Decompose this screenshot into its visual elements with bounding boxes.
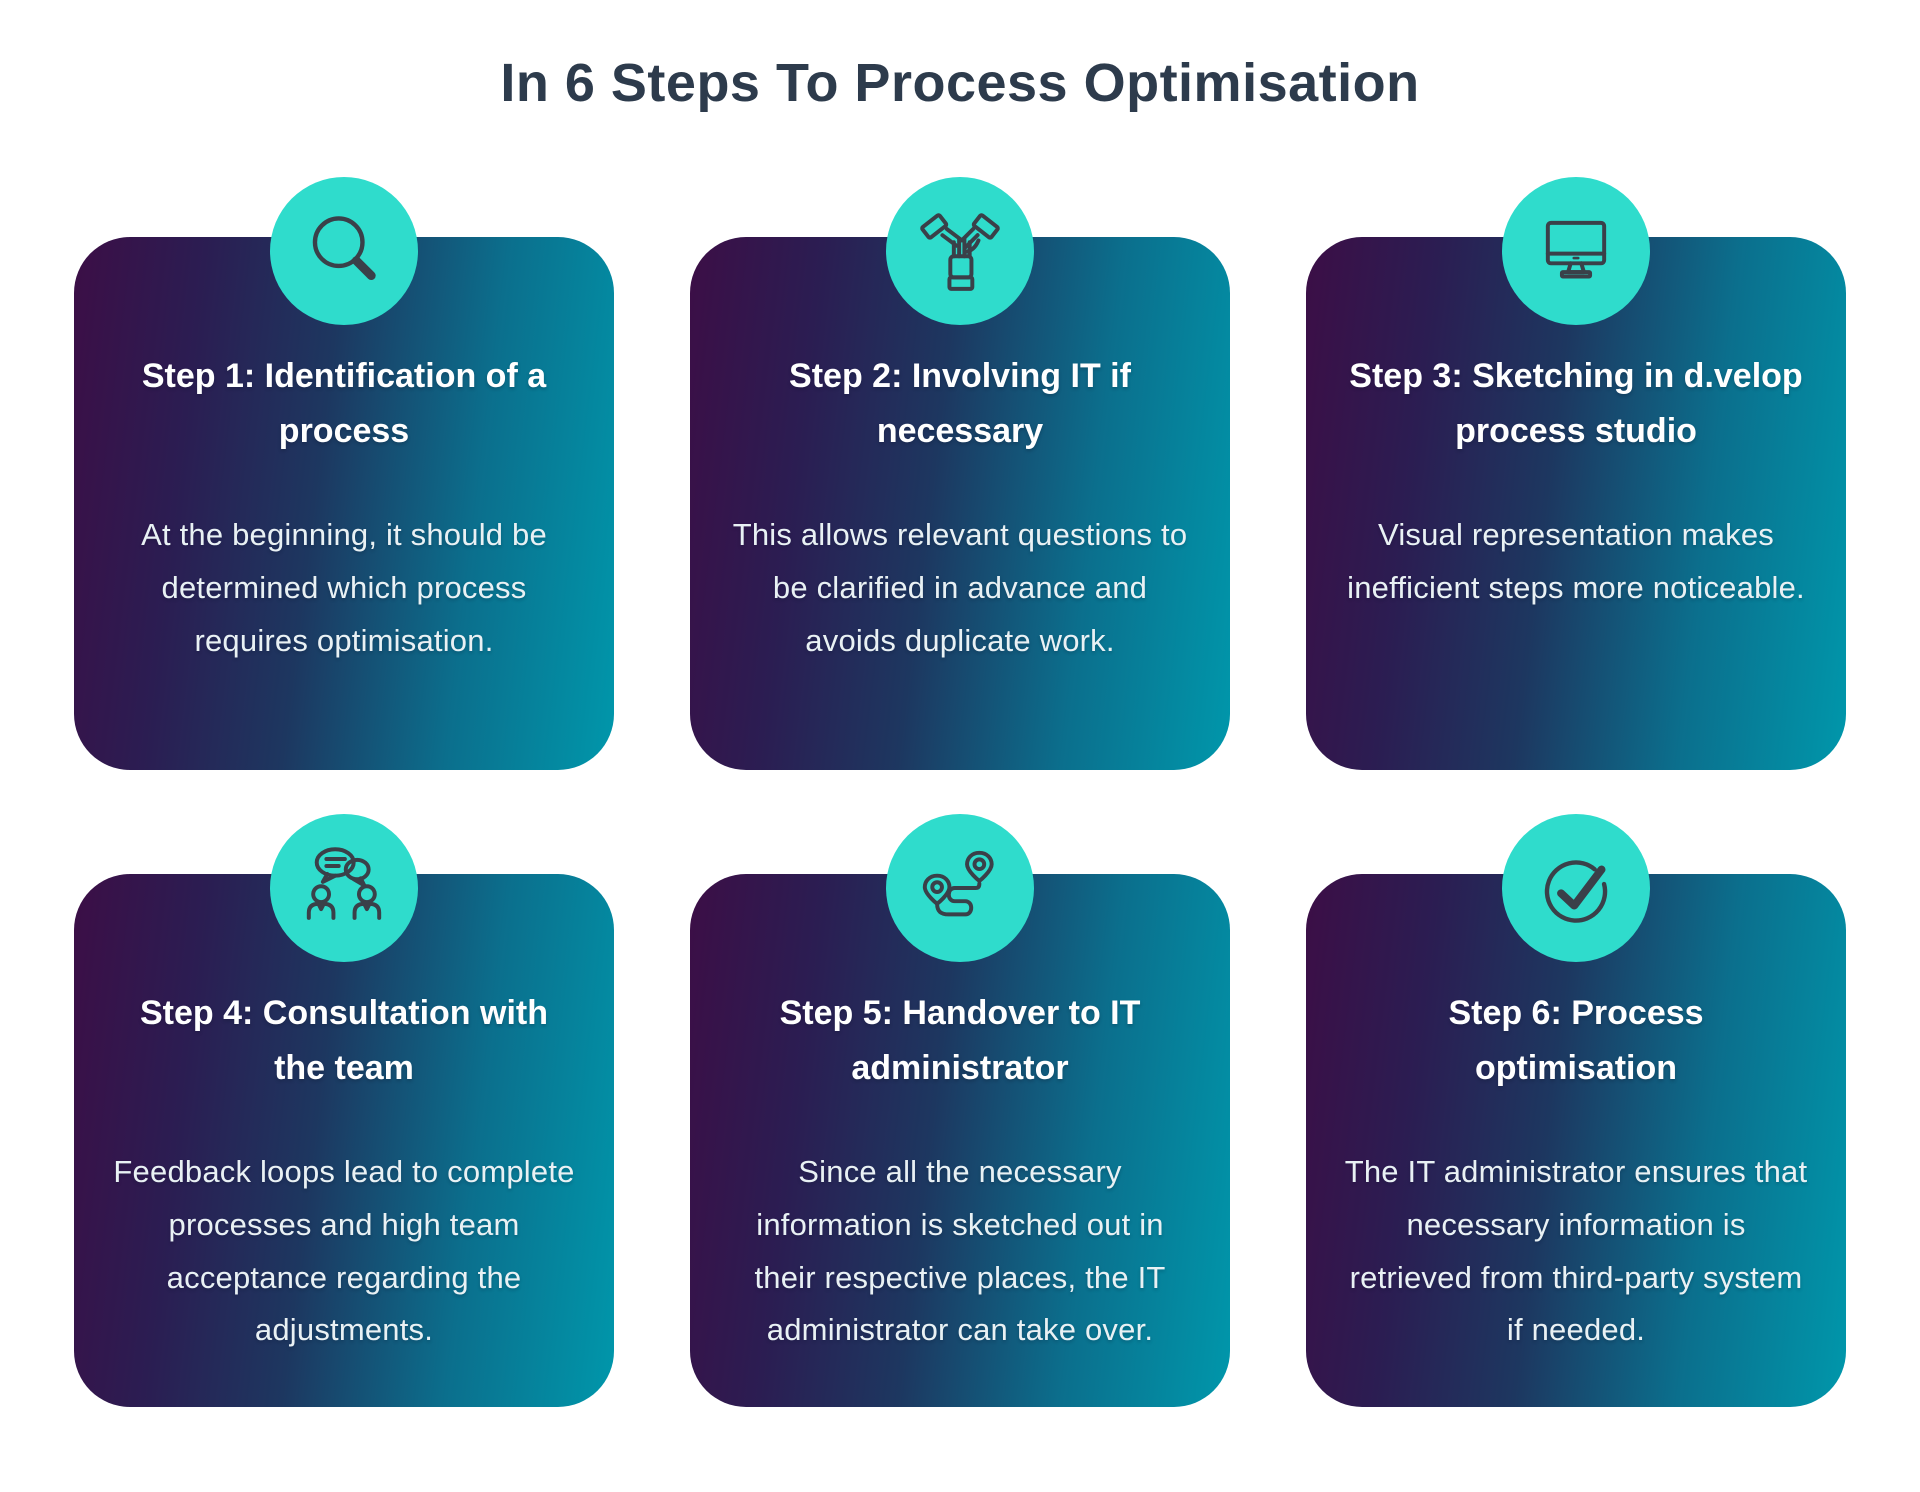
step-2-description: This allows relevant questions to be cla… [732,517,1188,658]
step-6-title: Step 6: Process optimisation [1448,994,1704,1088]
step-5-description: Since all the necessary information is s… [754,1154,1166,1348]
magnifier-icon [312,216,376,281]
step-3-title: Step 3: Sketching in d.velop process stu… [1349,357,1803,451]
step-card-6: Step 6: Process optimisation The IT admi… [1306,814,1846,1407]
step-1-description: At the beginning, it should be determine… [141,517,547,658]
step-4-title: Step 4: Consultation with the team [140,994,548,1088]
step-2-icon-badge [886,177,1034,325]
step-card-4: Step 4: Consultation with the team Feedb… [74,814,614,1407]
steps-grid: Step 1: Identification of a process At t… [0,177,1920,1407]
step-card-2: Step 2: Involving IT if necessary This a… [690,177,1230,770]
route-icon [922,850,994,917]
step-card-1: Step 1: Identification of a process At t… [74,177,614,770]
step-card-3: Step 3: Sketching in d.velop process stu… [1306,177,1846,770]
step-5-title: Step 5: Handover to IT administrator [779,994,1141,1088]
step-3-description: Visual representation makes inefficient … [1347,517,1805,605]
step-6-description: The IT administrator ensures that necess… [1344,1154,1808,1348]
teamwork-hands-icon [920,213,1000,291]
step-1-icon-badge [270,177,418,325]
step-4-icon-badge [270,814,418,962]
page-title: In 6 Steps To Process Optimisation [500,53,1420,113]
monitor-icon [1545,220,1607,279]
step-4-description: Feedback loops lead to complete processe… [113,1154,575,1348]
step-5-icon-badge [886,814,1034,962]
consultation-icon [306,847,382,920]
step-1-title: Step 1: Identification of a process [141,357,547,451]
step-2-title: Step 2: Involving IT if necessary [789,357,1131,451]
step-5-icon-card: Step 5: Handover to IT administrator Sin… [690,814,1230,1407]
step-3-icon-badge [1502,177,1650,325]
check-icon [1544,860,1608,923]
step-6-icon-badge [1502,814,1650,962]
